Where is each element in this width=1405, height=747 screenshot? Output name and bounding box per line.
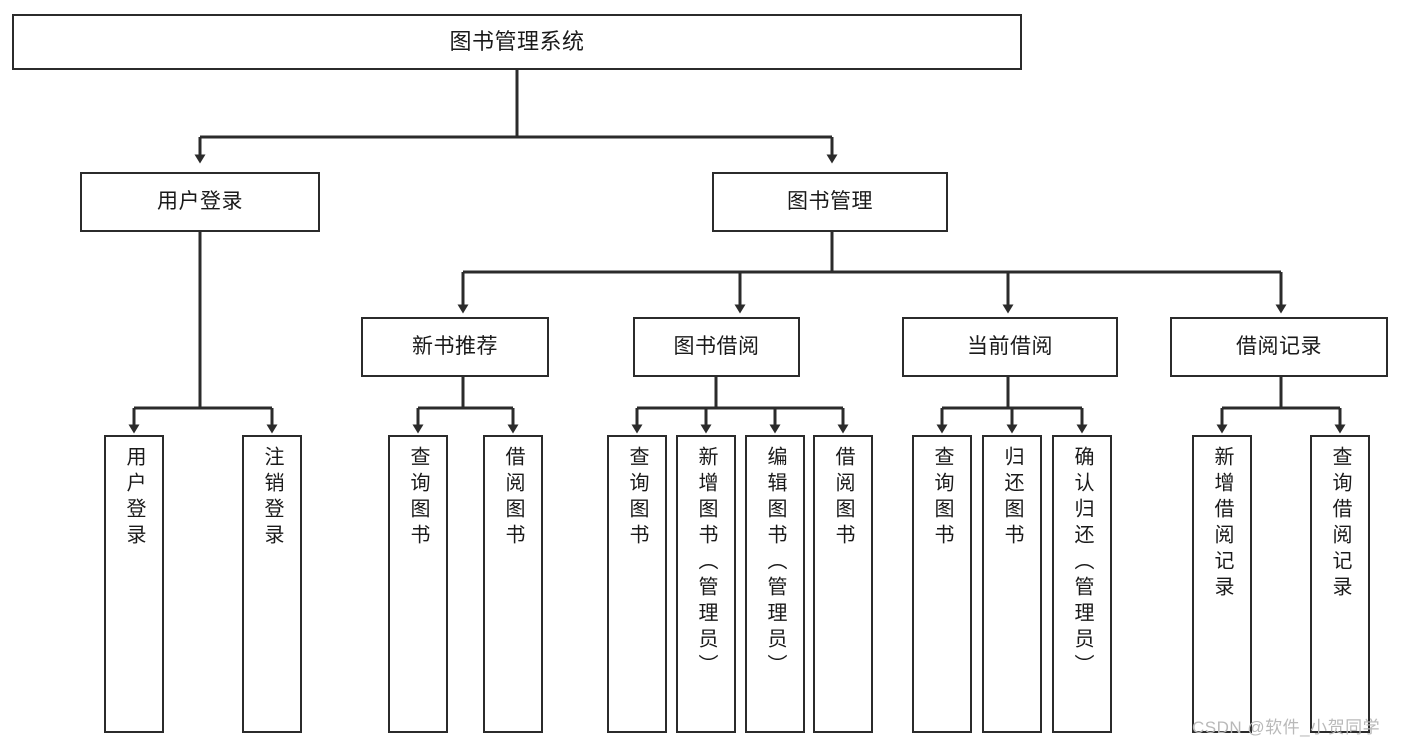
node-leaf-query-book-3[interactable]: 查询图书 (912, 435, 972, 733)
node-label: 查询图书 (626, 446, 648, 550)
node-label: 当前借阅 (967, 334, 1053, 358)
node-label: 图书借阅 (673, 334, 760, 358)
node-label: 借阅记录 (1236, 334, 1322, 358)
node-leaf-return-book[interactable]: 归还图书 (982, 435, 1042, 733)
node-leaf-add-record[interactable]: 新增借阅记录 (1192, 435, 1252, 733)
node-label: 用户登录 (123, 446, 145, 550)
node-label: 图书管理系统 (449, 29, 585, 55)
node-leaf-logout-login[interactable]: 注销登录 (242, 435, 302, 733)
node-new-book-recommend[interactable]: 新书推荐 (361, 317, 549, 377)
node-leaf-borrow-book-1[interactable]: 借阅图书 (483, 435, 543, 733)
node-label: 查询图书 (931, 446, 953, 550)
node-leaf-confirm-return[interactable]: 确认归还（管理员） (1052, 435, 1112, 733)
node-book-manage[interactable]: 图书管理 (712, 172, 948, 232)
node-leaf-query-book-2[interactable]: 查询图书 (607, 435, 667, 733)
node-label: 新书推荐 (412, 334, 498, 358)
node-label: 新增图书（管理员） (695, 446, 717, 680)
node-leaf-add-book[interactable]: 新增图书（管理员） (676, 435, 736, 733)
node-leaf-edit-book[interactable]: 编辑图书（管理员） (745, 435, 805, 733)
node-label: 归还图书 (1001, 446, 1023, 550)
node-label: 用户登录 (157, 189, 243, 213)
node-label: 图书管理 (787, 189, 873, 213)
node-label: 查询借阅记录 (1329, 446, 1351, 602)
node-label: 编辑图书（管理员） (764, 446, 786, 680)
node-label: 查询图书 (407, 446, 429, 550)
node-label: 确认归还（管理员） (1071, 446, 1093, 680)
csdn-watermark: CSDN @软件_小贺同学 (1192, 718, 1381, 737)
node-leaf-borrow-book-2[interactable]: 借阅图书 (813, 435, 873, 733)
node-user-login[interactable]: 用户登录 (80, 172, 320, 232)
node-leaf-query-record[interactable]: 查询借阅记录 (1310, 435, 1370, 733)
node-leaf-query-book-1[interactable]: 查询图书 (388, 435, 448, 733)
node-label: 借阅图书 (502, 446, 524, 550)
node-leaf-user-login[interactable]: 用户登录 (104, 435, 164, 733)
node-label: 新增借阅记录 (1211, 446, 1233, 602)
node-current-borrow[interactable]: 当前借阅 (902, 317, 1118, 377)
node-label: 借阅图书 (832, 446, 854, 550)
node-root-system[interactable]: 图书管理系统 (12, 14, 1022, 70)
node-borrow-record[interactable]: 借阅记录 (1170, 317, 1388, 377)
node-label: 注销登录 (261, 446, 283, 550)
node-book-borrow[interactable]: 图书借阅 (633, 317, 800, 377)
